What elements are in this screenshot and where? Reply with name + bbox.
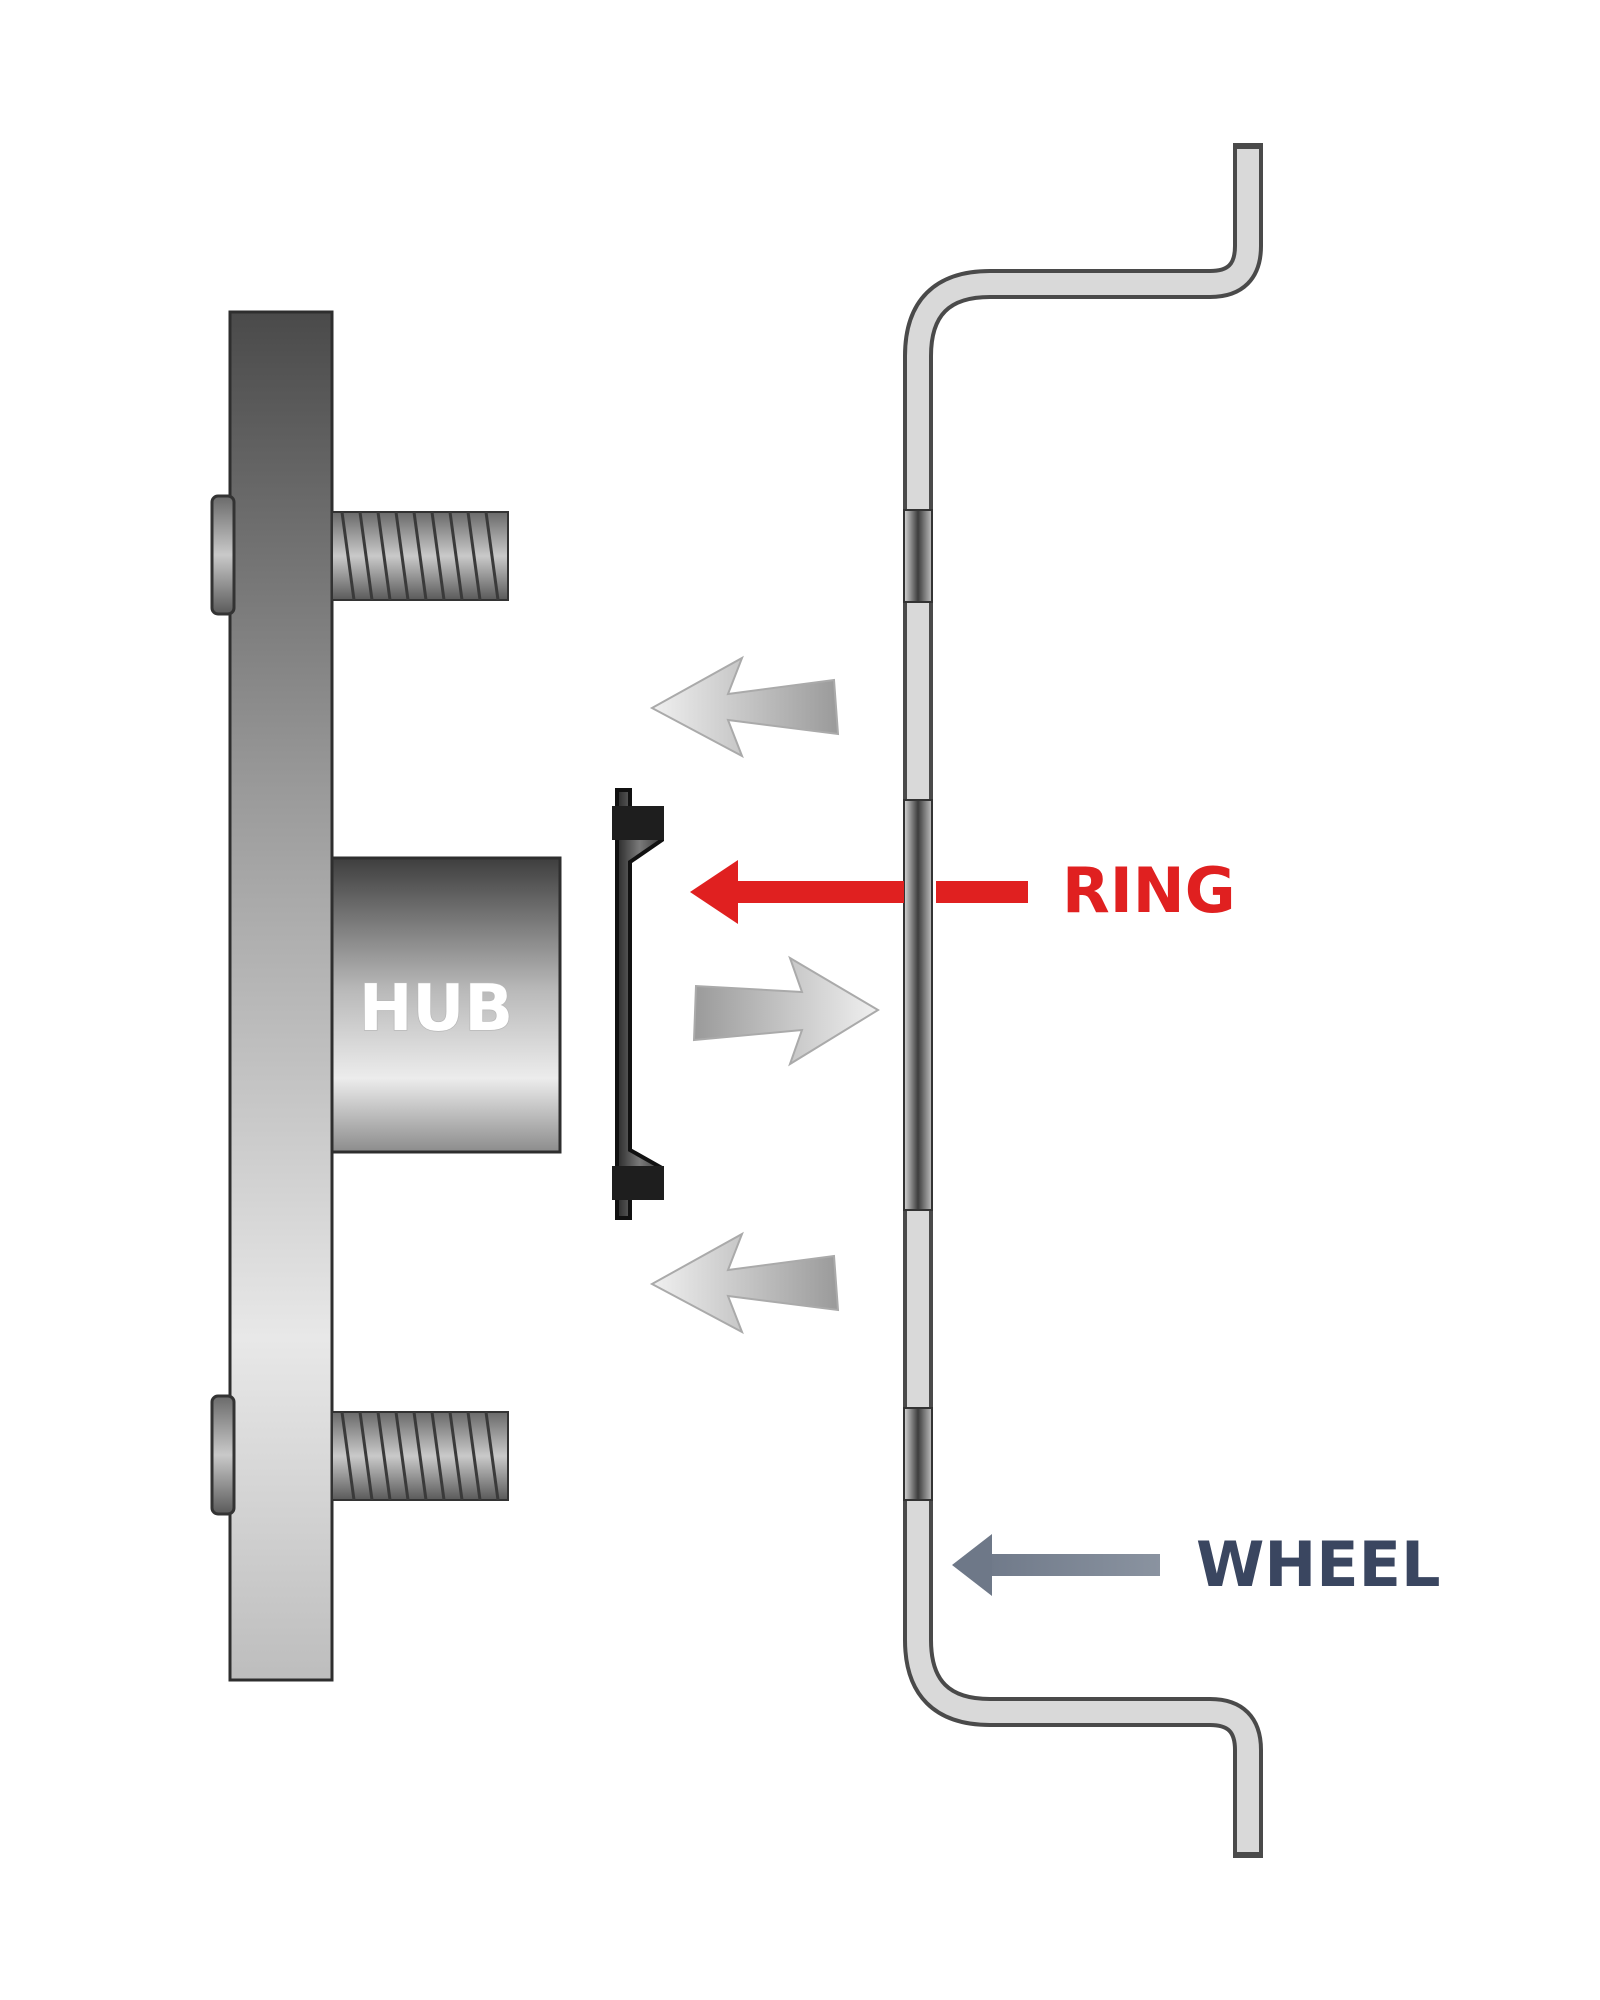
wheel-bore-pad (903, 799, 933, 1211)
hub-centric-ring (612, 788, 664, 1220)
wheel-mount-pad-top (903, 509, 933, 603)
hub-flange (228, 310, 334, 1682)
wheel-mount-pad-bottom (903, 1407, 933, 1501)
ring-pointer-arrow-icon (690, 860, 1028, 924)
ring-label: RING (1062, 854, 1236, 927)
fat-arrow-left-top-icon (649, 655, 840, 759)
hub-label: HUB (359, 972, 513, 1046)
stud-head-top (210, 494, 236, 616)
fat-arrow-left-bottom-icon (649, 1231, 840, 1335)
wheel-label: WHEEL (1196, 1528, 1441, 1601)
wheel-stud-bottom (331, 1411, 509, 1501)
stud-head-bottom (210, 1394, 236, 1516)
wheel-pointer-arrow-icon (952, 1534, 1160, 1596)
fat-arrow-right-middle-icon (692, 955, 880, 1067)
hub-pilot: HUB (330, 856, 562, 1154)
wheel-stud-top (331, 511, 509, 601)
